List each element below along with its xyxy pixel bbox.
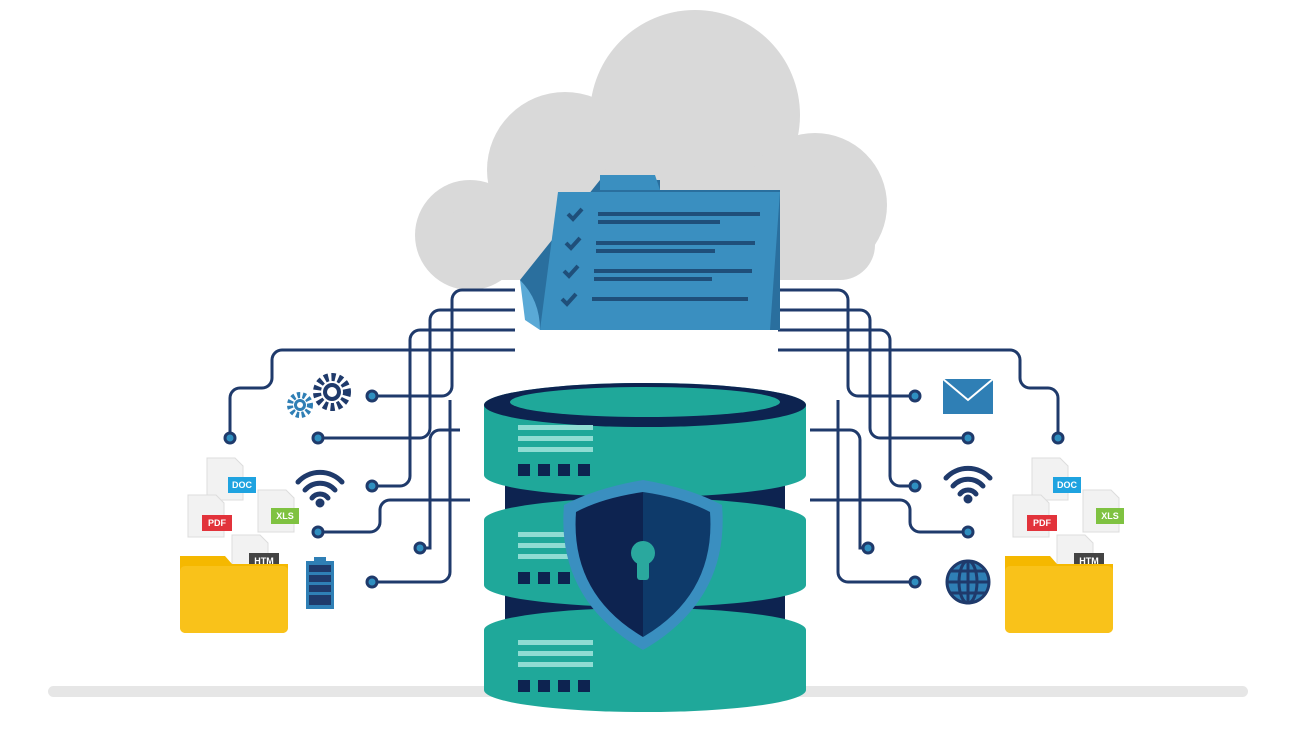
xls-label: XLS: [1101, 511, 1119, 521]
doc-label: DOC: [232, 480, 253, 490]
envelope-icon: [942, 378, 994, 414]
left-connectors: [223, 288, 515, 589]
htm-label: HTM: [1079, 556, 1099, 566]
xls-label: XLS: [276, 511, 294, 521]
right-file-folder: DOC PDF XLS HTM: [1005, 457, 1124, 633]
left-file-folder: DOC PDF XLS HTM: [180, 457, 299, 633]
shield-lock-icon: [563, 480, 723, 650]
gears-icon: [287, 373, 351, 418]
doc-label: DOC: [1057, 480, 1078, 490]
wifi-icon: [295, 469, 345, 508]
globe-icon: [945, 559, 991, 605]
battery-icon: [306, 557, 334, 609]
folder-checklist-icon: [520, 175, 780, 330]
wifi-icon: [943, 465, 993, 504]
pdf-label: PDF: [1033, 518, 1052, 528]
pdf-label: PDF: [208, 518, 227, 528]
htm-label: HTM: [254, 556, 274, 566]
right-connectors: [778, 288, 1065, 589]
